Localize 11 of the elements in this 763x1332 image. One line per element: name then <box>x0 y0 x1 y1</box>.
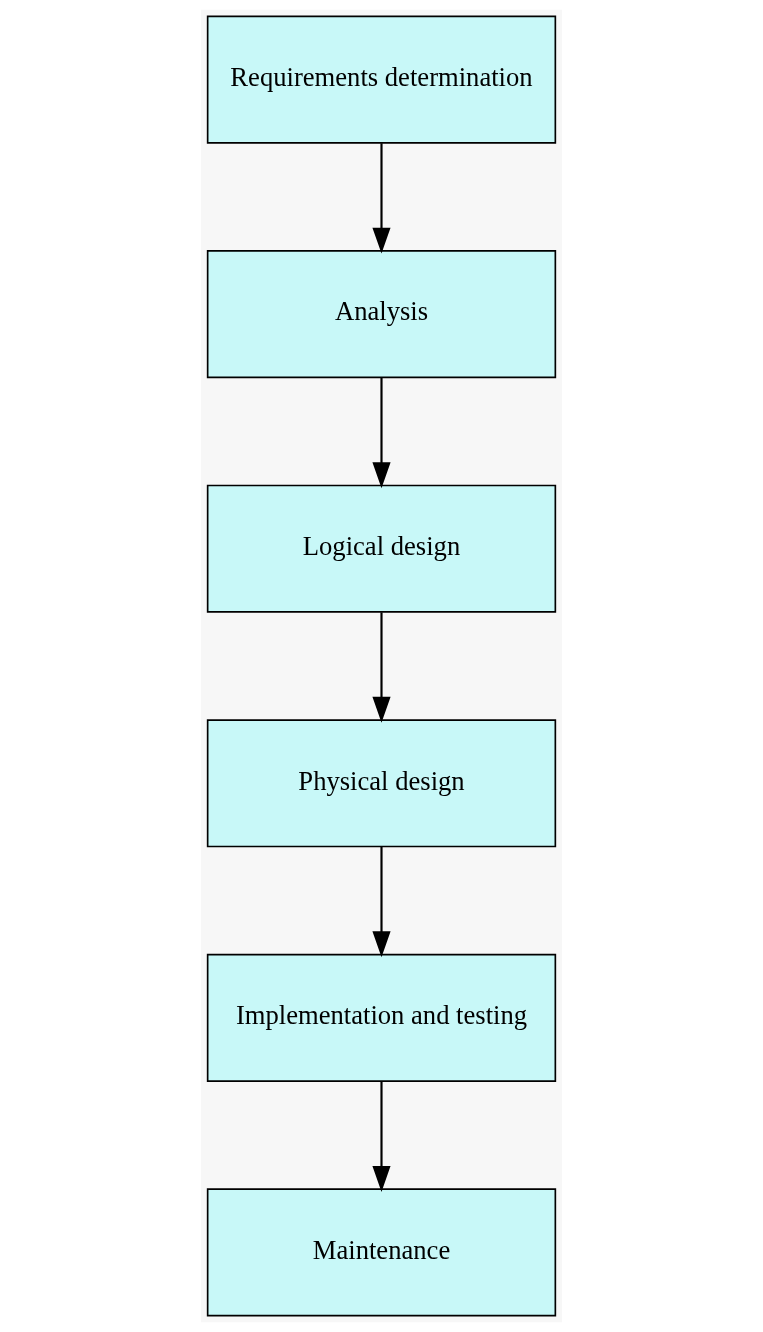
node-box: Logical design <box>206 484 557 613</box>
arrow <box>372 377 391 489</box>
node-box: Analysis <box>206 250 557 379</box>
arrow <box>372 612 391 723</box>
arrow <box>372 143 391 254</box>
arrow <box>372 1081 391 1192</box>
node-box: Requirements determination <box>206 15 557 144</box>
node-box: Physical design <box>206 719 557 848</box>
node-box: Maintenance <box>206 1188 557 1317</box>
node-box: Implementation and testing <box>206 953 557 1082</box>
arrow <box>372 846 391 958</box>
